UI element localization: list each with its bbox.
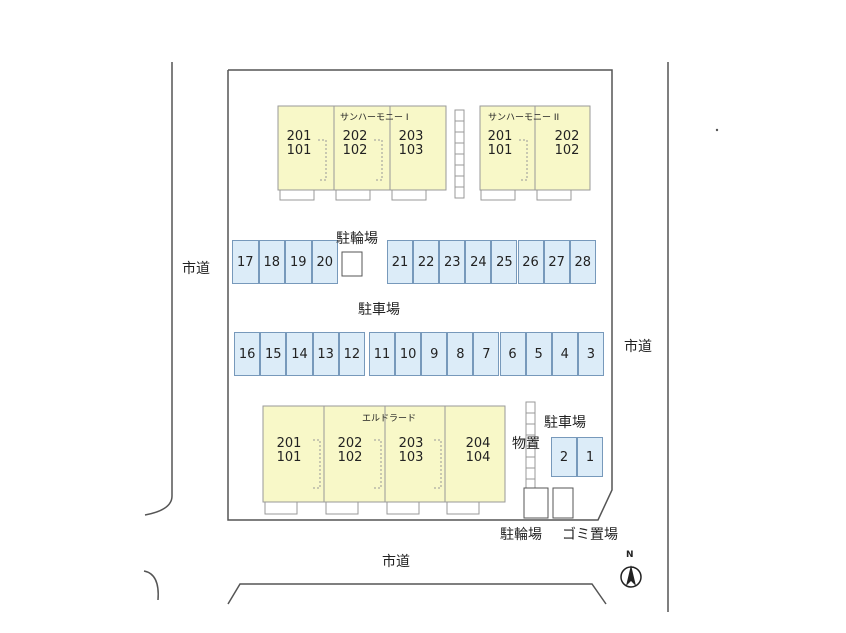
parking-space-23: 23 (439, 240, 466, 284)
parking-space-13: 13 (312, 332, 339, 376)
parking-small-label: 駐車場 (544, 415, 586, 431)
building-name-sanharmony-1: サンハーモニー I (340, 113, 409, 123)
bicycle-shelter-bottom (523, 487, 549, 519)
building-sanharmony-1 (277, 105, 447, 201)
parking-space-9: 9 (421, 332, 448, 376)
parking-space-1: 1 (577, 437, 603, 477)
storage-label: 物置 (512, 436, 540, 452)
parking-space-15: 15 (260, 332, 287, 376)
parking-space-7: 7 (473, 332, 500, 376)
road-label-left: 市道 (182, 261, 210, 277)
parking-label-center: 駐車場 (358, 302, 400, 318)
bicycle-shelter-top (341, 251, 363, 277)
bicycle-label-top: 駐輪場 (336, 231, 378, 247)
parking-space-4: 4 (551, 332, 578, 376)
parking-space-3: 3 (577, 332, 604, 376)
parking-space-12: 12 (338, 332, 365, 376)
parking-space-26: 26 (517, 240, 544, 284)
parking-space-6: 6 (499, 332, 526, 376)
building-eldorado (262, 405, 506, 515)
road-label-right: 市道 (624, 339, 652, 355)
bicycle-label-bottom: 駐輪場 (500, 527, 542, 543)
dot-mark (715, 128, 719, 132)
parking-space-21: 21 (387, 240, 414, 284)
parking-space-28: 28 (569, 240, 596, 284)
parking-space-18: 18 (258, 240, 285, 284)
parking-space-19: 19 (285, 240, 312, 284)
parking-space-17: 17 (232, 240, 259, 284)
stair-top (454, 109, 465, 199)
parking-space-16: 16 (234, 332, 261, 376)
parking-space-8: 8 (447, 332, 474, 376)
parking-space-5: 5 (525, 332, 552, 376)
parking-space-22: 22 (413, 240, 440, 284)
parking-space-11: 11 (369, 332, 396, 376)
lot-boundary (227, 69, 613, 521)
parking-space-24: 24 (465, 240, 492, 284)
north-label: N (626, 550, 634, 560)
building-sanharmony-2 (479, 105, 591, 201)
parking-space-20: 20 (311, 240, 338, 284)
road-label-bottom: 市道 (382, 554, 410, 570)
parking-space-25: 25 (491, 240, 518, 284)
parking-space-14: 14 (286, 332, 313, 376)
parking-space-27: 27 (543, 240, 570, 284)
parking-space-2: 2 (551, 437, 577, 477)
garbage-station (552, 487, 574, 519)
road-left-edge (144, 62, 173, 516)
parking-space-10: 10 (395, 332, 422, 376)
road-bottom-edge (227, 583, 607, 605)
north-arrow-icon (620, 565, 642, 588)
building-name-sanharmony-2: サンハーモニー II (488, 113, 560, 123)
road-corner-bl (143, 570, 159, 601)
building-name-eldorado: エルドラード (362, 414, 417, 424)
garbage-label: ゴミ置場 (562, 527, 618, 543)
